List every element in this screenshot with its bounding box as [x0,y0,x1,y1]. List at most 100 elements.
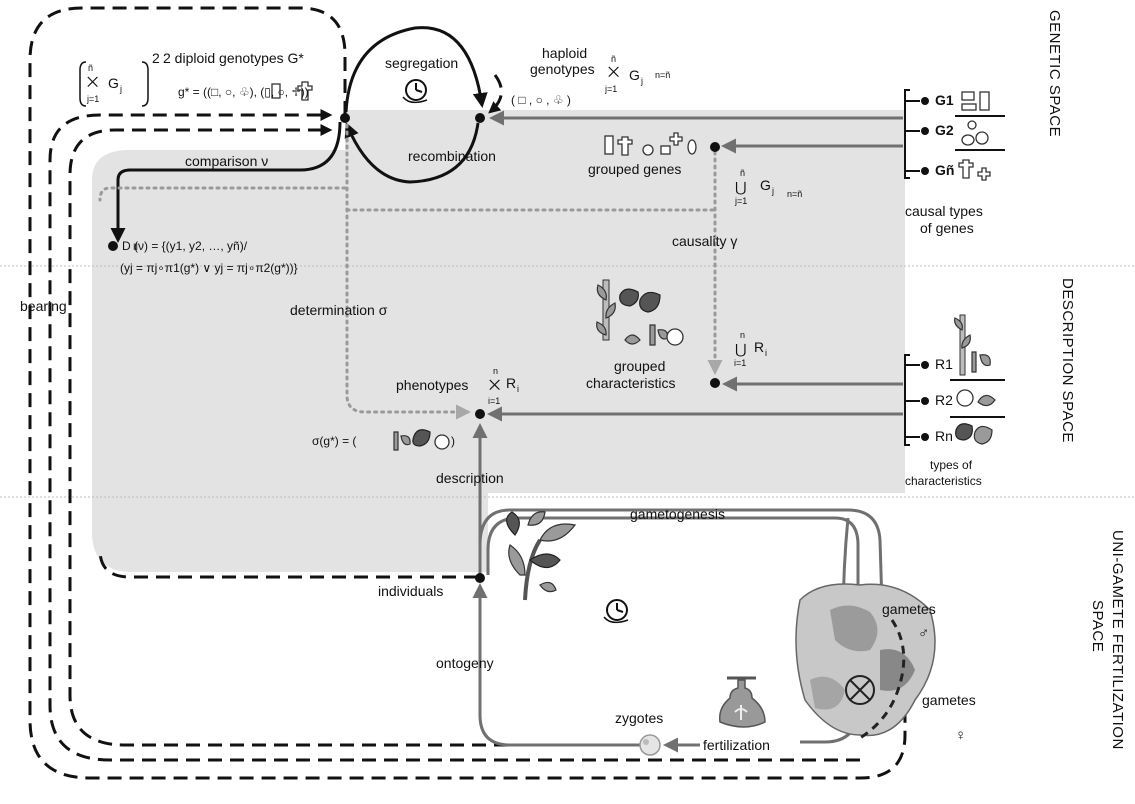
segregation-arrow [344,26,488,113]
gene-types-bracket [904,89,920,179]
flower-illustration [795,583,936,740]
svg-text:G: G [108,75,119,91]
d-set-line-2: (yj = πj∘π1(g*) ∨ yj = πj∘π2(g*))} [120,261,298,275]
char-icon-1 [954,314,991,376]
sigma-label: σ(g*) = ( [312,434,356,448]
node-diploid [340,113,350,123]
genetic-space-title: GENETIC SPACE [1046,10,1063,137]
comparison-arrow [110,121,342,243]
svg-text:G: G [760,177,771,193]
pistil-illustration [718,676,766,728]
node-individuals [475,573,485,583]
fertilization-label: fertilization [703,737,770,753]
svg-text:⨉: ⨉ [608,64,619,80]
node-haploid [475,113,485,123]
clock-icon [402,79,428,104]
gametes-female-label: gametes [922,692,976,708]
node-d-set [108,241,118,251]
superscript-two: 2 [152,50,160,66]
description-label: description [436,470,504,486]
sigma-close: ) [451,434,455,448]
types-char-label-1: types of [930,458,973,472]
grouped-genes-icon [604,132,697,156]
char-type-label-n: Rn [935,428,953,444]
diploid-label: 2 diploid genotypes G* [163,50,304,66]
node-char-n [921,433,929,441]
recombination-arrow [344,122,480,184]
char-icon-2 [956,389,996,407]
haploid-tuple: ( □ , ○ , ♧ ) [511,93,571,107]
dashed-loop-middle [48,109,860,762]
fertilization-space-title-2: SPACE [1089,600,1106,652]
description-space-title: DESCRIPTION SPACE [1059,278,1076,443]
union-glyph-characteristics: n ⋃ i=1 R i [734,330,767,368]
recombination-label: recombination [408,148,496,164]
haploid-n-eq: n=ñ [655,70,670,80]
node-phenotypes [475,409,485,419]
bearing-label: bearing [20,298,67,314]
svg-text:j=1: j=1 [86,94,99,104]
phenotypes-label: phenotypes [396,377,468,393]
bracket-right [141,61,149,107]
node-grouped-char [710,378,720,388]
svg-text:ñ: ñ [611,54,616,64]
zygote-icon [639,734,661,756]
svg-text:i=1: i=1 [488,396,500,406]
svg-text:n: n [740,330,745,340]
zygotes-label: zygotes [615,710,663,726]
svg-text:j: j [119,84,122,94]
gene-icon-2 [961,120,989,146]
svg-text:⨉: ⨉ [87,74,98,90]
grouped-genes-label: grouped genes [588,161,681,177]
svg-text:j: j [771,186,774,196]
g-star-icon [271,81,313,101]
d-set-line-1: D (ν) = {(y1, y2, …, yñ)/ [122,239,248,253]
svg-text:i=1: i=1 [734,358,746,368]
gametes-male-label: gametes [882,601,936,617]
gene-type-label-1: G1 [935,92,954,108]
shaded-region [92,110,905,572]
svg-text:R: R [754,339,764,355]
node-char-2 [921,397,929,405]
individuals-label: individuals [378,583,443,599]
char-type-label-1: R1 [935,356,953,372]
char-icon-n [955,423,993,445]
char-type-label-2: R2 [935,392,953,408]
svg-text:⋃: ⋃ [735,179,746,195]
gametogenesis-loop-outer [478,508,890,608]
gene-icon-1 [961,91,990,111]
svg-text:i: i [517,384,519,394]
grouped-char-label-1: grouped [614,358,665,374]
plant-illustration [506,511,577,601]
cross-product-glyph-1: ñ ⨉ j=1 G j [86,63,122,104]
cross-product-glyph-2: ñ ⨉ j=1 G j [604,54,643,94]
cross-product-glyph-phenotypes: n ⨉ i=1 R i [488,366,519,406]
female-symbol: ♀ [955,727,966,744]
svg-text:j=1: j=1 [604,84,617,94]
svg-text:⨉: ⨉ [489,377,500,393]
g-star-definition: g* = ((□, ○, ♧), (▯, ○, ♱)) [178,85,309,99]
svg-text:i: i [765,348,767,358]
svg-text:j: j [640,76,643,86]
gametogenesis-label: gametogenesis [630,506,725,522]
dashed-loop-outer [28,6,907,780]
ontogeny-arrow [472,583,642,747]
union-glyph-genes: ñ ⋃ j=1 G j [734,168,774,206]
clock-icon-ontogeny [603,599,629,624]
gene-type-label-2: G2 [935,122,954,138]
gametogenesis-loop-inner [486,516,860,700]
svg-text:R: R [506,375,516,391]
grouped-char-label-2: characteristics [586,375,675,391]
node-grouped-genes [710,142,720,152]
svg-text:n: n [493,366,498,376]
node-gene-n [921,167,929,175]
haploid-label-2: genotypes [530,61,595,77]
sigma-icon [393,429,450,451]
char-types-bracket [904,354,920,446]
comparison-label: comparison ν [185,153,268,169]
dotted-comparison-link [98,186,347,202]
gene-icon-n [958,159,991,181]
fertilization-space-title-1: UNI-GAMETE FERTILIZATION [1109,530,1126,750]
